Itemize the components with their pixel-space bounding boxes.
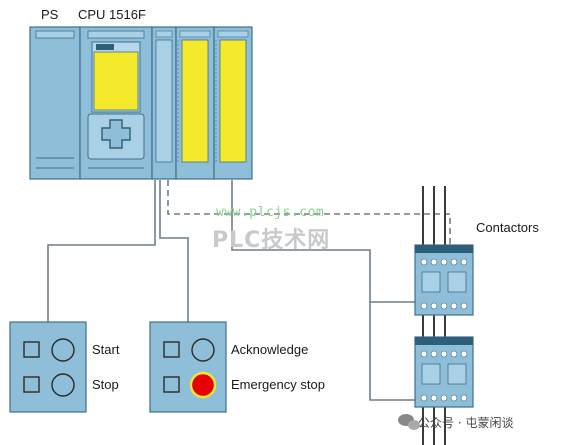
wire-to-start-stop-panel — [47, 180, 156, 322]
watermark-account: 公众号 · 屯蒙闲谈 — [418, 416, 514, 430]
stop-square-icon — [23, 376, 40, 393]
dashed-bus-line — [167, 180, 451, 245]
io-module-2 — [175, 26, 215, 180]
wire-to-contactors — [231, 180, 418, 401]
ps-module — [29, 26, 81, 180]
emergency-stop-button-icon — [189, 371, 217, 399]
stop-label: Stop — [92, 377, 119, 392]
emergency-stop-label: Emergency stop — [231, 377, 325, 392]
start-button-icon — [51, 338, 75, 362]
watermark-url: www.plcjs.com — [216, 205, 325, 220]
ack-estop-panel — [149, 321, 227, 413]
start-square-icon — [23, 341, 40, 358]
emergency-square-icon — [163, 376, 180, 393]
io-module-3 — [213, 26, 253, 180]
wire-to-ack-estop-panel — [159, 180, 189, 322]
acknowledge-button-icon — [191, 338, 215, 362]
contactor-2 — [414, 336, 474, 408]
start-stop-panel — [9, 321, 87, 413]
ps-label: PS — [41, 7, 59, 22]
wiring — [47, 180, 451, 401]
cpu-label: CPU 1516F — [78, 7, 146, 22]
contactors-label: Contactors — [476, 220, 539, 235]
acknowledge-square-icon — [163, 341, 180, 358]
contactor-1 — [414, 244, 474, 316]
io-module-1 — [151, 26, 177, 180]
watermark-site: PLC技术网 — [212, 228, 331, 253]
cpu-navigation-icon — [101, 119, 131, 149]
stop-button-icon — [51, 373, 75, 397]
cpu-display — [93, 51, 139, 111]
cpu-module — [79, 26, 153, 180]
wechat-logo-icon — [398, 414, 420, 430]
start-label: Start — [92, 342, 120, 357]
acknowledge-label: Acknowledge — [231, 342, 309, 357]
